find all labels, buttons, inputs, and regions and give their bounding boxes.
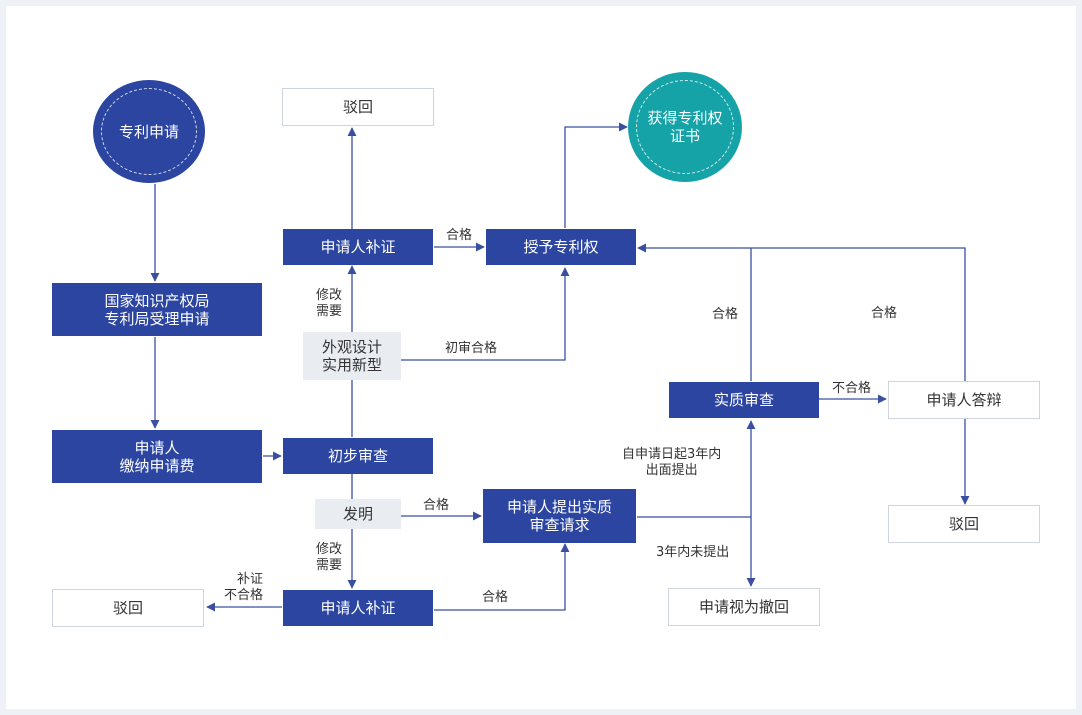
label-pass-supplement-top: 合格: [446, 228, 473, 243]
supplement-bottom-box: 申请人补证: [283, 590, 433, 626]
patent-application-circle: 专利申请: [93, 80, 205, 183]
label-pass-defense: 合格: [871, 306, 898, 321]
label-within-3-years: 自申请日起3年内 出面提出: [622, 447, 722, 478]
label-pass-invention: 合格: [423, 498, 450, 513]
substantive-exam-box: 实质审查: [669, 382, 819, 418]
label-modify-top: 修改 需要: [316, 288, 343, 319]
label-prelim-pass: 初审合格: [445, 341, 498, 356]
design-utility-box: 外观设计 实用新型: [303, 332, 401, 380]
supplement-top-box: 申请人补证: [283, 229, 433, 265]
certificate-circle: 获得专利权 证书: [628, 72, 742, 182]
label-fail: 不合格: [832, 381, 872, 396]
label-pass-bottom: 合格: [482, 590, 509, 605]
patent-application-label: 专利申请: [118, 122, 179, 141]
reject-top-box: 驳回: [282, 88, 434, 126]
request-exam-box: 申请人提出实质 审查请求: [483, 489, 636, 543]
patent-office-box: 国家知识产权局 专利局受理申请: [52, 283, 262, 336]
certificate-label: 获得专利权 证书: [647, 109, 723, 145]
defense-box: 申请人答辩: [888, 381, 1040, 419]
label-pass-substantive: 合格: [712, 307, 739, 322]
label-supplement-fail: 补证 不合格: [224, 572, 264, 603]
invention-box: 发明: [315, 499, 401, 529]
reject-right-box: 驳回: [888, 505, 1040, 543]
grant-patent-box: 授予专利权: [486, 229, 636, 265]
preliminary-exam-box: 初步审查: [283, 438, 433, 474]
label-modify-bottom: 修改 需要: [316, 542, 343, 573]
reject-left-box: 驳回: [52, 589, 204, 627]
withdrawn-box: 申请视为撤回: [668, 588, 820, 626]
pay-fee-box: 申请人 缴纳申请费: [52, 430, 262, 483]
label-not-within-3-years: 3年内未提出: [656, 545, 730, 560]
